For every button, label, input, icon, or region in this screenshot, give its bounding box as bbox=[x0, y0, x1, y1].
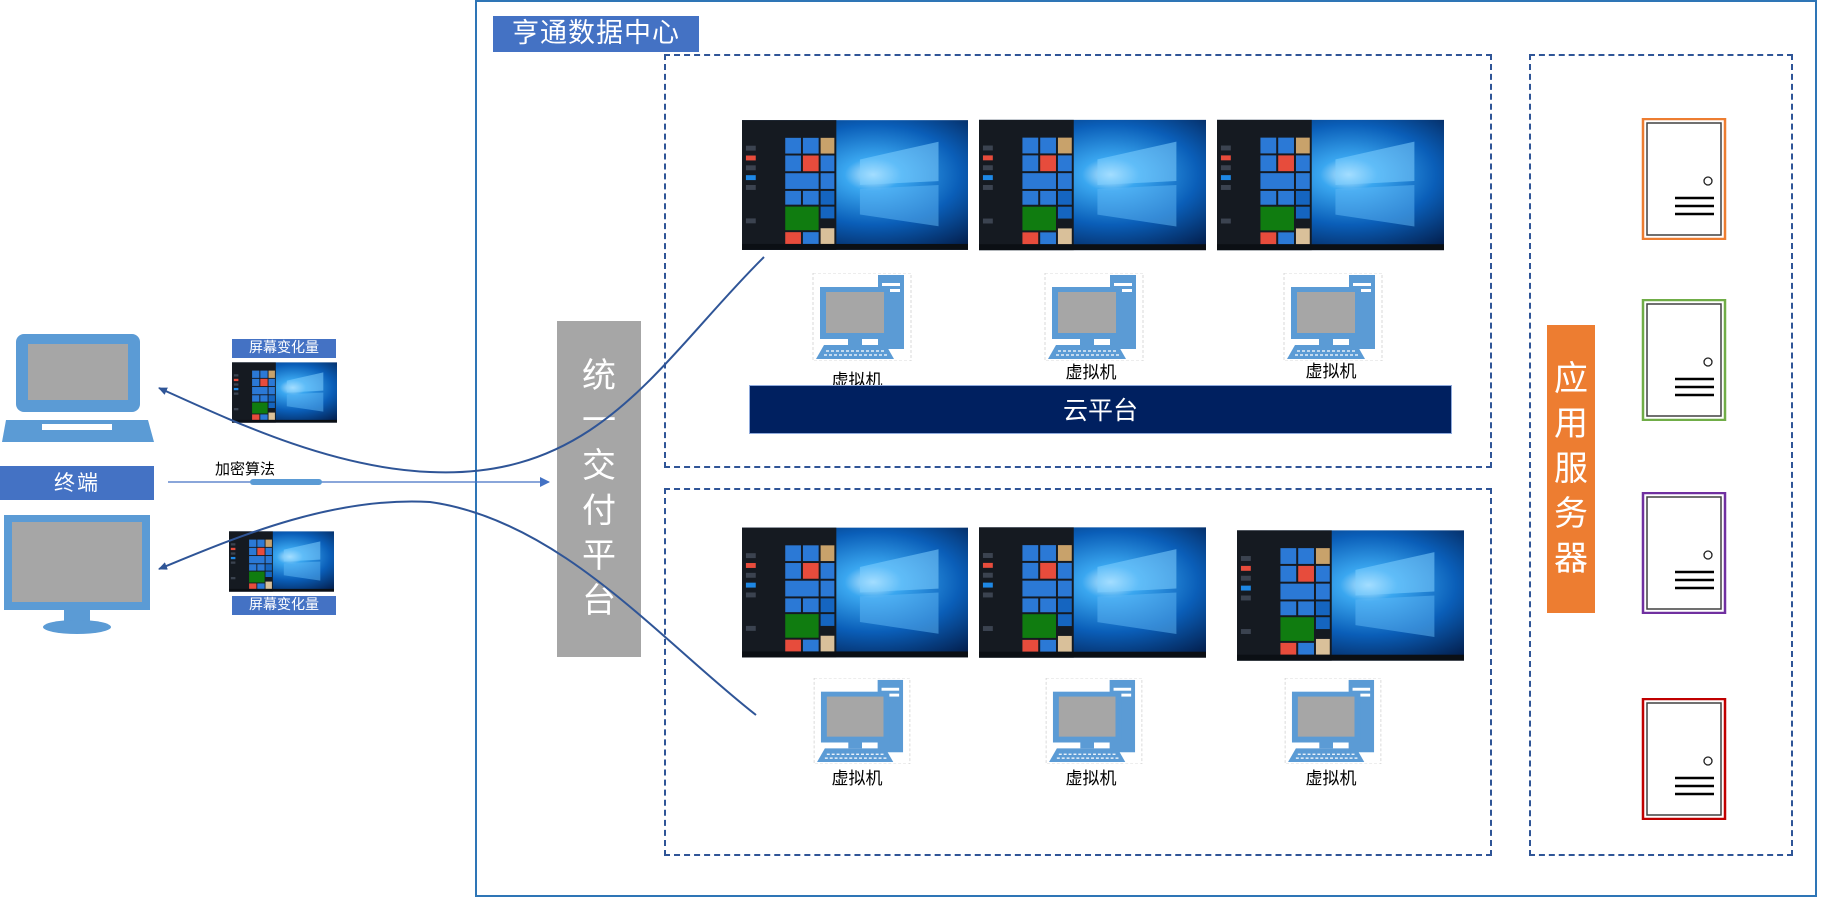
vm-label: 虚拟机 bbox=[1065, 363, 1117, 383]
delivery-platform-box: 统一交付平台 bbox=[557, 321, 641, 657]
data-center-frame bbox=[475, 0, 1817, 897]
app-server-group bbox=[1529, 54, 1793, 856]
laptop-icon bbox=[2, 334, 154, 442]
vm-label: 虚拟机 bbox=[1305, 362, 1357, 382]
downstream-curve bbox=[158, 256, 765, 474]
app-server-label: 应用服务器 bbox=[1554, 358, 1588, 579]
upstream-curve bbox=[158, 500, 757, 716]
encryption-label: 加密算法 bbox=[215, 460, 276, 478]
vm-label: 虚拟机 bbox=[831, 769, 883, 789]
vm-label: 虚拟机 bbox=[1305, 769, 1357, 789]
delivery-platform-label: 统一交付平台 bbox=[582, 356, 616, 621]
data-center-title: 亨通数据中心 bbox=[493, 16, 699, 52]
cloud-platform-bar: 云平台 bbox=[749, 385, 1452, 434]
vm-label: 虚拟机 bbox=[1065, 769, 1117, 789]
vm-group-top bbox=[664, 54, 1492, 468]
vm-group-bottom bbox=[664, 488, 1492, 856]
terminal-label: 终端 bbox=[0, 466, 154, 500]
app-server-label-box: 应用服务器 bbox=[1547, 325, 1595, 613]
screen-change-caption: 屏幕变化量 bbox=[232, 339, 336, 358]
monitor-icon bbox=[4, 515, 150, 634]
screen-change-caption: 屏幕变化量 bbox=[232, 596, 336, 615]
encryption-bar bbox=[250, 479, 322, 485]
